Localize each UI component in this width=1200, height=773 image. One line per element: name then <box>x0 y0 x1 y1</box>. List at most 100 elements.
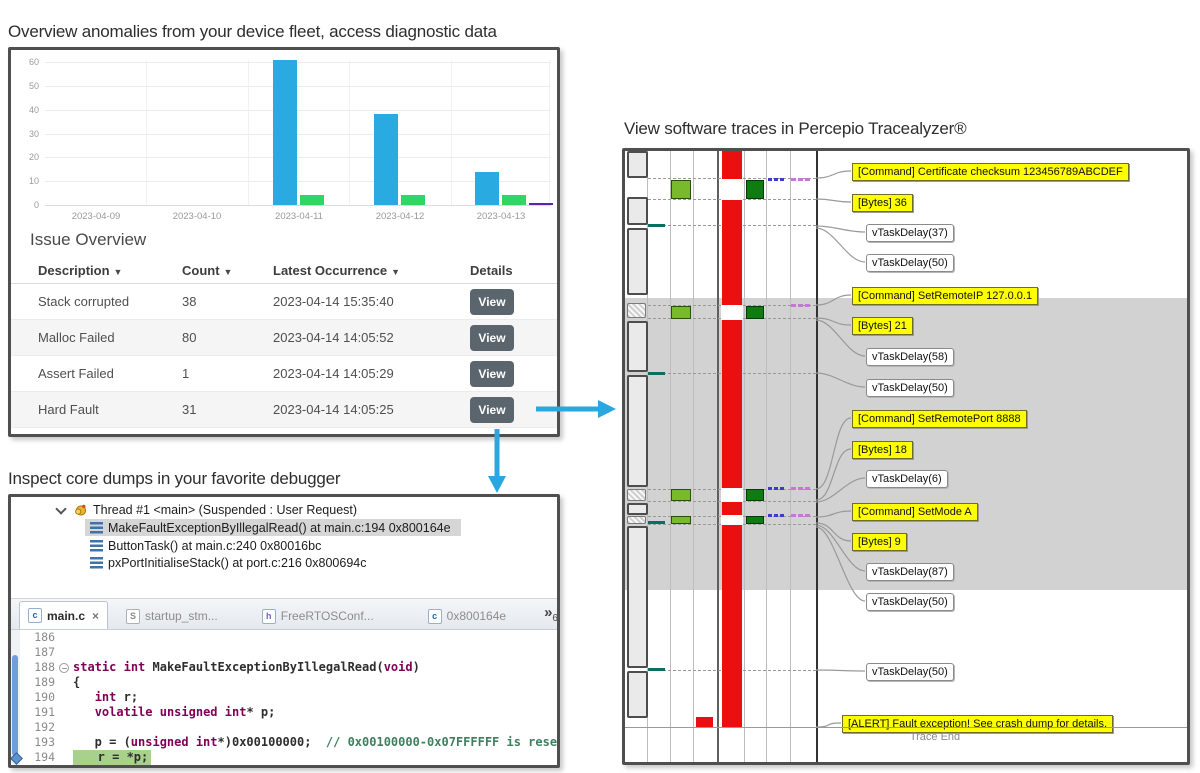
connector-line <box>815 227 866 263</box>
view-button[interactable]: View <box>470 324 514 351</box>
connector-line <box>815 170 852 179</box>
issue-table-header: Description▼Count▼Latest Occurrence▼Deta… <box>11 258 557 284</box>
stack-frame[interactable]: pxPortInitialiseStack() at port.c:216 0x… <box>85 554 376 571</box>
line-number: 191 <box>34 705 55 719</box>
column-header-latest-occurrence[interactable]: Latest Occurrence▼ <box>273 263 470 278</box>
sort-icon[interactable]: ▼ <box>113 267 123 277</box>
task-block-light-green <box>671 516 691 524</box>
lane-divider <box>670 151 671 762</box>
stack-frame[interactable]: ButtonTask() at main.c:240 0x80016bc <box>85 537 331 554</box>
column-label: Latest Occurrence <box>273 263 388 278</box>
trace-label-delay: vTaskDelay(50) <box>866 593 954 611</box>
trace-label-command: [Command] SetMode A <box>852 503 978 521</box>
fold-collapse-icon[interactable] <box>59 663 69 673</box>
line-number: 193 <box>34 735 55 749</box>
chart-bar <box>374 114 398 205</box>
scheduler-strip-block <box>627 321 648 372</box>
lane-divider <box>693 151 694 762</box>
event-blue-dash <box>768 487 786 490</box>
trace-label-command: [Command] Certificate checksum 123456789… <box>852 163 1129 181</box>
code-line: 191 volatile unsigned int* p; <box>11 705 557 720</box>
small-red-block <box>696 717 713 727</box>
trace-end-label: Trace End <box>909 731 961 743</box>
close-icon[interactable]: × <box>92 608 100 623</box>
code-token: { <box>73 675 81 689</box>
line-number: 186 <box>34 630 55 644</box>
connector-line <box>815 225 866 233</box>
grid-line-y <box>45 133 551 135</box>
code-line: 195 <box>11 765 557 768</box>
caption-trace: View software traces in Percepio Traceal… <box>624 119 967 138</box>
code-text: volatile unsigned int* p; <box>73 705 276 720</box>
grid-line-y <box>45 157 551 159</box>
tracealyzer-panel: [Command] Certificate checksum 123456789… <box>622 148 1190 765</box>
chevron-overflow-icon: » <box>544 604 553 621</box>
trace-label-delay: vTaskDelay(50) <box>866 663 954 681</box>
tab-label: FreeRTOSConf... <box>280 609 374 623</box>
chart-bar <box>529 202 553 205</box>
cell-count: 80 <box>182 330 197 345</box>
delay-teal-mark <box>648 224 665 227</box>
code-line: 187 <box>11 645 557 660</box>
code-token: int <box>123 660 146 674</box>
view-button[interactable]: View <box>470 360 514 387</box>
line-number: 189 <box>34 675 55 689</box>
view-button[interactable]: View <box>470 288 514 315</box>
sort-icon[interactable]: ▼ <box>223 267 233 277</box>
chart-bar <box>475 171 499 205</box>
grid-line-x <box>549 60 550 205</box>
trace-label-bytes: [Bytes] 18 <box>852 441 913 459</box>
cell-latest-occurrence: 2023-04-14 14:05:29 <box>273 366 394 381</box>
cell-latest-occurrence: 2023-04-14 14:05:52 <box>273 330 394 345</box>
trace-label-delay: vTaskDelay(6) <box>866 470 948 488</box>
task-block-dark-green <box>746 516 764 524</box>
trace-label-command: [Command] SetRemotePort 8888 <box>852 410 1027 428</box>
scheduler-strip-block <box>627 516 646 524</box>
red-bar-gap <box>721 488 743 502</box>
code-token: MakeFaultExceptionByIllegalRead( <box>145 660 384 674</box>
chevron-down-icon[interactable] <box>55 502 67 515</box>
column-header-description[interactable]: Description▼ <box>38 263 182 278</box>
code-text: r = *p; <box>73 750 152 765</box>
view-button[interactable]: View <box>470 396 514 423</box>
grid-line-y <box>45 85 551 87</box>
stack-frame[interactable]: MakeFaultExceptionByIllegalRead() at mai… <box>85 519 461 536</box>
cell-description: Malloc Failed <box>38 330 115 345</box>
code-text: p = (unsigned int*)0x00100000; // 0x0010… <box>73 735 557 750</box>
delay-teal-mark <box>648 668 665 671</box>
scheduler-strip-block <box>627 489 646 501</box>
code-token <box>116 660 123 674</box>
code-line: 190 int r; <box>11 690 557 705</box>
connector-line <box>815 198 852 203</box>
red-bar-gap <box>721 179 743 200</box>
y-tick-label: 30 <box>28 128 39 139</box>
cell-description: Hard Fault <box>38 402 99 417</box>
delay-teal-mark <box>648 372 665 375</box>
column-header-count[interactable]: Count▼ <box>182 263 273 278</box>
x-tick-label: 2023-04-12 <box>375 211 425 222</box>
tab-overflow-button[interactable]: »65 <box>544 604 557 624</box>
code-token: r = *p; <box>76 750 149 764</box>
thread-row[interactable]: Thread #1 <main> (Suspended : User Reque… <box>55 502 357 518</box>
sort-icon[interactable]: ▼ <box>391 267 401 277</box>
code-token: unsigned <box>159 705 218 719</box>
line-number: 194 <box>34 750 55 764</box>
cell-latest-occurrence: 2023-04-14 15:35:40 <box>273 294 394 309</box>
cell-count: 38 <box>182 294 197 309</box>
code-token: unsigned <box>130 735 189 749</box>
trace-label-delay: vTaskDelay(37) <box>866 224 954 242</box>
stack-frame-icon <box>90 521 103 534</box>
code-token: ) <box>412 660 420 674</box>
code-token <box>218 705 225 719</box>
grid-line-x <box>146 60 147 205</box>
code-text: int r; <box>73 690 138 705</box>
